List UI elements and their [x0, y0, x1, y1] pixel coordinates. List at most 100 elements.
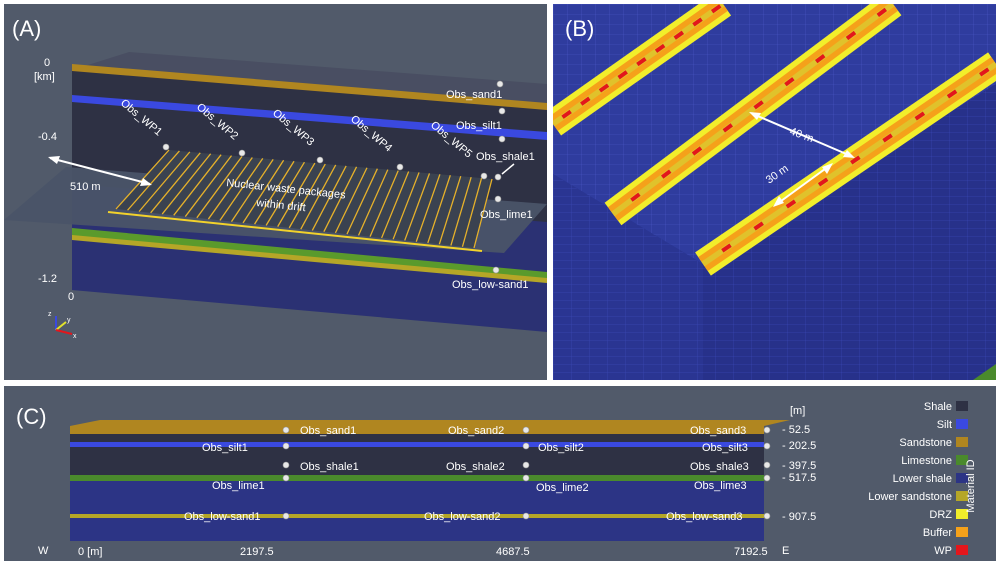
legend-swatch [956, 527, 968, 537]
svg-text:Obs_lime2: Obs_lime2 [536, 482, 589, 494]
drift-line [173, 154, 222, 216]
legend-swatch [956, 491, 968, 501]
waste-package [692, 17, 703, 27]
observation-points: Obs_sand1 Obs_silt1 Obs_shale1 Obs_lime1… [446, 80, 535, 291]
drift-line [473, 178, 493, 249]
observation-dot [522, 426, 530, 434]
legend-label: Lower shale [893, 473, 952, 485]
drift-line [150, 152, 201, 214]
svg-text:Obs_lime1: Obs_lime1 [212, 480, 265, 492]
drift-line [392, 172, 420, 240]
drift-line [230, 158, 274, 222]
svg-text:y: y [67, 317, 71, 324]
panel-c-diagram: Obs_sand1 Obs_silt1 Obs_shale1 Obs_lime1… [38, 401, 977, 558]
observation-dot [763, 426, 771, 434]
section-top [70, 420, 790, 426]
drift-area [116, 150, 492, 248]
drift-line [288, 163, 326, 229]
legend-swatch [956, 419, 968, 429]
waste-package [721, 243, 732, 253]
observation-dot [522, 474, 530, 482]
section-shale [70, 426, 764, 478]
observation-dot [763, 442, 771, 450]
svg-text:4687.5: 4687.5 [496, 546, 530, 558]
drift-line [277, 162, 316, 227]
distance-arrowhead-right [140, 178, 152, 186]
legend-swatch [956, 437, 968, 447]
svg-text:Obs_low-sand2: Obs_low-sand2 [424, 511, 500, 523]
svg-text:Obs_sand3: Obs_sand3 [690, 425, 746, 437]
waste-package [850, 155, 861, 165]
waste-package [946, 89, 958, 99]
observation-dot [282, 474, 290, 482]
waste-package [617, 70, 628, 80]
drift-line [438, 175, 462, 245]
observation-dot [282, 461, 290, 469]
svg-text:Obs_shale1: Obs_shale1 [476, 151, 535, 163]
svg-text:0 [m]: 0 [m] [78, 546, 102, 558]
waste-package [784, 77, 795, 87]
waste-package [753, 221, 764, 231]
legend-title: Material ID [965, 459, 977, 512]
buffer-strip [553, 4, 728, 131]
package-spacing-arrow [776, 165, 830, 205]
waste-package [753, 100, 764, 110]
drift-line [415, 174, 441, 242]
panel-a: 510 m Nuclear waste packages within drif… [4, 4, 547, 380]
legend-swatch [956, 401, 968, 411]
drift-line [311, 165, 347, 231]
waste-package [561, 109, 572, 119]
svg-text:- 517.5: - 517.5 [782, 472, 816, 484]
distance-arrowhead-left [48, 156, 60, 164]
waste-package [654, 43, 666, 53]
waste-package [979, 67, 990, 77]
waste-package [691, 146, 703, 156]
section-lower-sand [70, 514, 764, 518]
observation-dot [763, 512, 771, 520]
green-corner [973, 364, 996, 380]
legend-label: WP [934, 545, 952, 557]
observation-dot [763, 474, 771, 482]
svg-text:Obs_sand1: Obs_sand1 [300, 425, 356, 437]
legend-swatch [956, 545, 968, 555]
svg-text:Obs_shale1: Obs_shale1 [300, 461, 359, 473]
observation-dot [282, 512, 290, 520]
svg-text:Obs_lime1: Obs_lime1 [480, 209, 533, 221]
section-lower-shale [70, 481, 764, 541]
drift-line [219, 158, 264, 221]
distance-label: 510 m [70, 181, 101, 193]
svg-text:Obs_low-sand1: Obs_low-sand1 [184, 511, 260, 523]
depth-tick-0: 0 [44, 57, 50, 69]
panel-b: 40 m 30 m (B) [553, 4, 996, 380]
panel-c-label: (C) [16, 404, 47, 429]
svg-text:Obs_shale3: Obs_shale3 [690, 461, 749, 473]
drift-line [323, 166, 358, 232]
panel-b-diagram: 40 m 30 m [553, 4, 996, 380]
depth-tick-1: -0.4 [38, 131, 57, 143]
depth-ticks: - 52.5 - 202.5 - 397.5 - 517.5 - 907.5 [782, 424, 816, 523]
svg-text:Obs_silt1: Obs_silt1 [456, 120, 502, 132]
svg-text:Obs_sand1: Obs_sand1 [446, 89, 502, 101]
drift-line [127, 150, 180, 211]
drift-line [381, 171, 410, 239]
section-sand [70, 426, 764, 434]
svg-text:- 202.5: - 202.5 [782, 440, 816, 452]
svg-text:Obs_sand2: Obs_sand2 [448, 425, 504, 437]
drift-line [184, 155, 233, 217]
west-label: W [38, 545, 49, 557]
legend-label: Sandstone [899, 437, 952, 449]
waste-package [636, 57, 647, 67]
panel-b-label: (B) [565, 16, 595, 41]
drift-line [254, 160, 295, 225]
section-silt [70, 442, 764, 447]
observation-markers [282, 426, 771, 520]
drift-line [461, 177, 483, 247]
sandstone-layer [72, 64, 547, 110]
svg-text:Obs_silt2: Obs_silt2 [538, 442, 584, 454]
annotation-line2: within drift [255, 197, 307, 214]
drift-line [369, 170, 399, 237]
waste-package [598, 83, 610, 93]
observation-dot [282, 426, 290, 434]
depth-unit-c: [m] [790, 405, 805, 417]
